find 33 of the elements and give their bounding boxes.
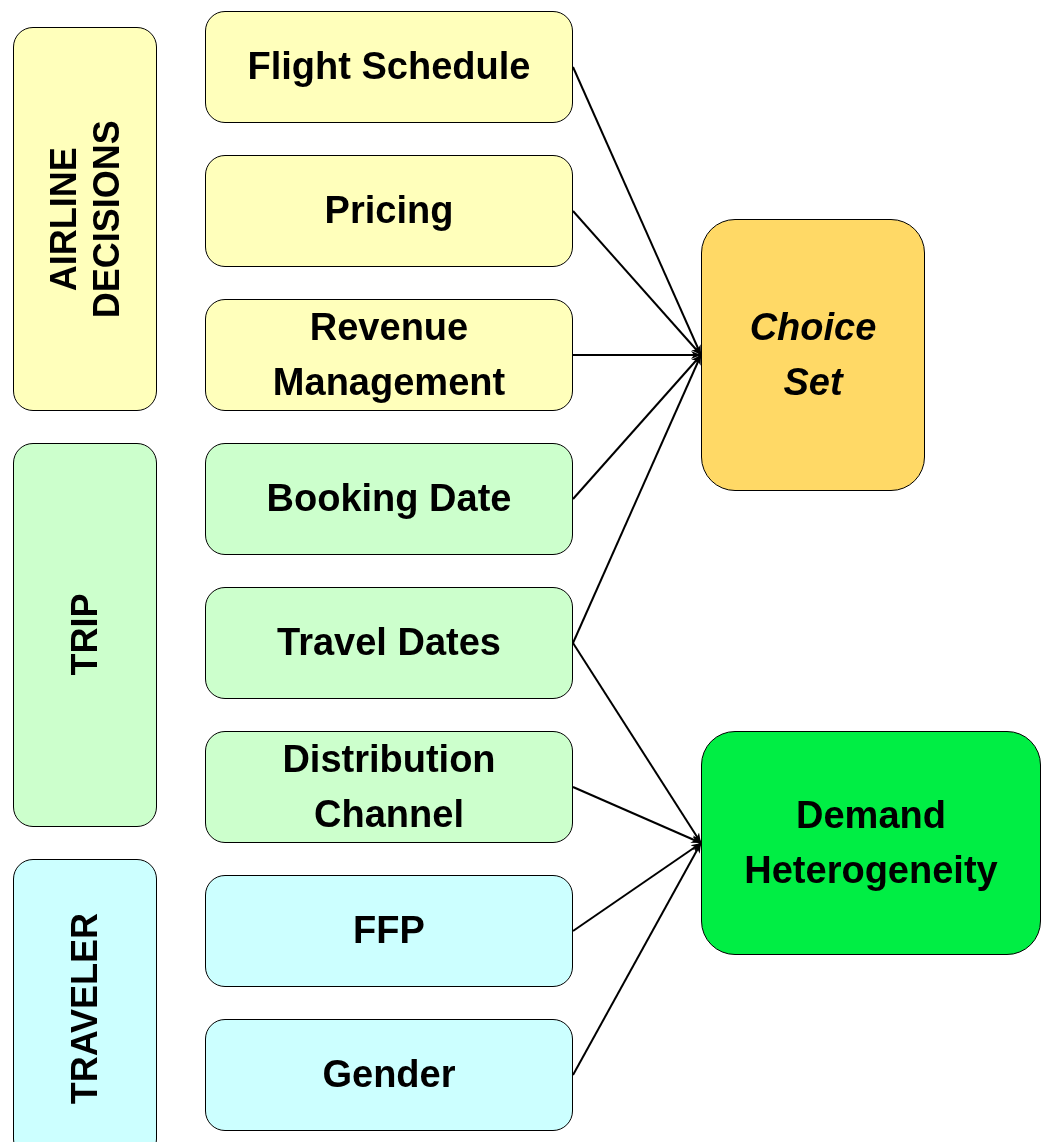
arrow [572,786,702,844]
arrow [572,842,702,1076]
factor-box [205,443,573,555]
factor-box [205,155,573,267]
box-label: TRAVELER [63,912,107,1107]
box-label: Revenue Management [271,304,507,405]
factor-box [205,1019,573,1131]
arrow [572,642,702,844]
outcome-box [701,219,925,491]
box-label: Flight Schedule [247,44,531,90]
category-box [13,443,157,827]
arrow [572,210,702,356]
arrow [572,351,702,359]
factor-box [205,11,573,123]
outcome-box [701,731,1041,955]
box-label: Demand Heterogeneity [743,792,999,893]
box-label: Choice Set [748,304,878,405]
category-box [13,27,157,411]
factor-box [205,731,573,843]
box-label: Gender [322,1052,456,1098]
arrow [572,842,702,932]
box-label: FFP [353,908,425,954]
factor-box [205,299,573,411]
box-label: AIRLINE DECISIONS [41,119,128,321]
box-label: Booking Date [266,476,512,522]
box-label: TRIP [63,593,107,678]
factor-box [205,875,573,987]
category-box [13,859,157,1142]
arrow [572,354,702,500]
factor-box [205,587,573,699]
box-label: Distribution Channel [281,736,497,837]
box-label: Travel Dates [277,620,501,666]
box-label: Pricing [324,188,454,234]
